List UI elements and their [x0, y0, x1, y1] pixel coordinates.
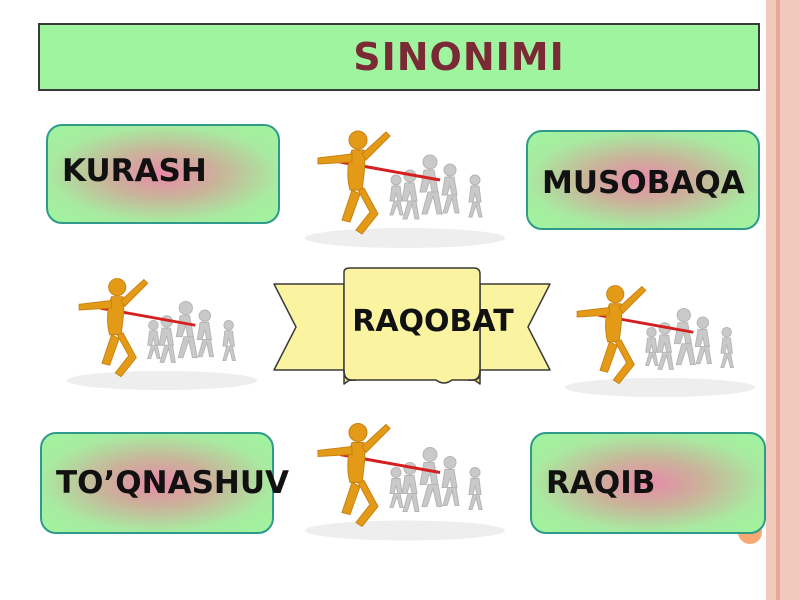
- slide-right-border: [766, 0, 800, 600]
- banner-scroll-icon: [273, 267, 551, 385]
- runner-winning-race-icon: [305, 423, 505, 541]
- slide-right-border-line: [776, 0, 780, 600]
- synonym-card-bottom-left: TO’QNASHUV: [40, 432, 289, 534]
- runner-winning-race-icon: [564, 285, 756, 397]
- center-word: RAQOBAT: [352, 304, 514, 339]
- synonym-label-bottom-left: TO’QNASHUV: [56, 465, 289, 501]
- synonym-label-top-left: KURASH: [62, 153, 207, 189]
- synonym-card-top-left: KURASH: [46, 124, 280, 224]
- synonym-label-bottom-right: RAQIB: [546, 465, 656, 501]
- runner-winning-race-icon: [305, 130, 505, 248]
- page-title: SINONIMI: [353, 35, 565, 79]
- synonym-card-top-right: MUSOBAQA: [526, 130, 760, 230]
- synonym-card-bottom-right: RAQIB: [530, 432, 766, 534]
- title-banner: SINONIMI: [38, 23, 760, 91]
- runner-winning-race-icon: [66, 278, 258, 390]
- synonym-label-top-right: MUSOBAQA: [542, 165, 745, 201]
